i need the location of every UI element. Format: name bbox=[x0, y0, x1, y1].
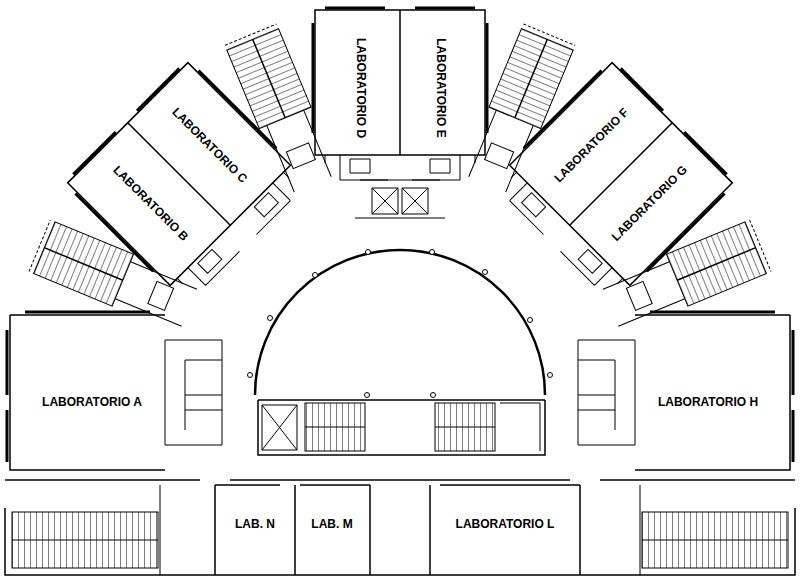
stair-divider bbox=[12, 485, 788, 575]
room: LABORATORIO G bbox=[583, 137, 717, 271]
outer-wall bbox=[5, 480, 795, 575]
column bbox=[268, 316, 273, 321]
hall-wall bbox=[258, 400, 545, 455]
column bbox=[528, 318, 533, 323]
room-label: LABORATORIO C bbox=[169, 106, 250, 187]
wing-de bbox=[313, 8, 487, 180]
stair-divider bbox=[305, 403, 540, 451]
room: LAB. M bbox=[297, 510, 367, 540]
service-wall bbox=[165, 340, 222, 445]
room-wall bbox=[635, 315, 790, 470]
window-wall bbox=[7, 312, 150, 462]
room-label: LABORATORIO G bbox=[609, 163, 690, 244]
room: LAB. N bbox=[220, 510, 290, 540]
room-label: LABORATORIO F bbox=[552, 106, 632, 186]
column-dots bbox=[248, 250, 553, 398]
walls bbox=[5, 8, 795, 575]
room-label: LABORATORIO B bbox=[110, 164, 191, 245]
window-wall bbox=[650, 312, 793, 462]
room-label: LABORATORIO A bbox=[42, 396, 142, 410]
hall-arc bbox=[255, 250, 545, 395]
column bbox=[365, 393, 370, 398]
column bbox=[431, 393, 436, 398]
room-label: LAB. M bbox=[311, 518, 352, 532]
room-label: LABORATORIO D bbox=[353, 38, 367, 138]
room-label: LABORATORIO H bbox=[658, 396, 758, 410]
room: LABORATORIO D bbox=[330, 13, 390, 163]
room: LABORATORIO E bbox=[410, 13, 470, 163]
room-label: LABORATORIO L bbox=[456, 518, 555, 532]
service-wall bbox=[578, 340, 635, 445]
room-wall bbox=[215, 485, 580, 575]
room: LABORATORIO F bbox=[525, 79, 659, 213]
lobby-wall bbox=[355, 180, 445, 218]
column bbox=[483, 270, 488, 275]
column bbox=[430, 250, 435, 255]
room: LABORATORIO H bbox=[638, 388, 778, 418]
column bbox=[248, 373, 253, 378]
elevator bbox=[262, 405, 297, 450]
room: LABORATORIO A bbox=[22, 388, 162, 418]
elevator bbox=[372, 188, 428, 214]
room: LABORATORIO C bbox=[142, 79, 276, 213]
room: LABORATORIO L bbox=[435, 510, 575, 540]
room-label: LAB. N bbox=[235, 518, 275, 532]
column bbox=[313, 273, 318, 278]
room-label: LABORATORIO E bbox=[433, 38, 447, 138]
room-wall bbox=[10, 315, 165, 470]
room: LABORATORIO B bbox=[83, 137, 217, 271]
column bbox=[548, 373, 553, 378]
column bbox=[366, 250, 371, 255]
